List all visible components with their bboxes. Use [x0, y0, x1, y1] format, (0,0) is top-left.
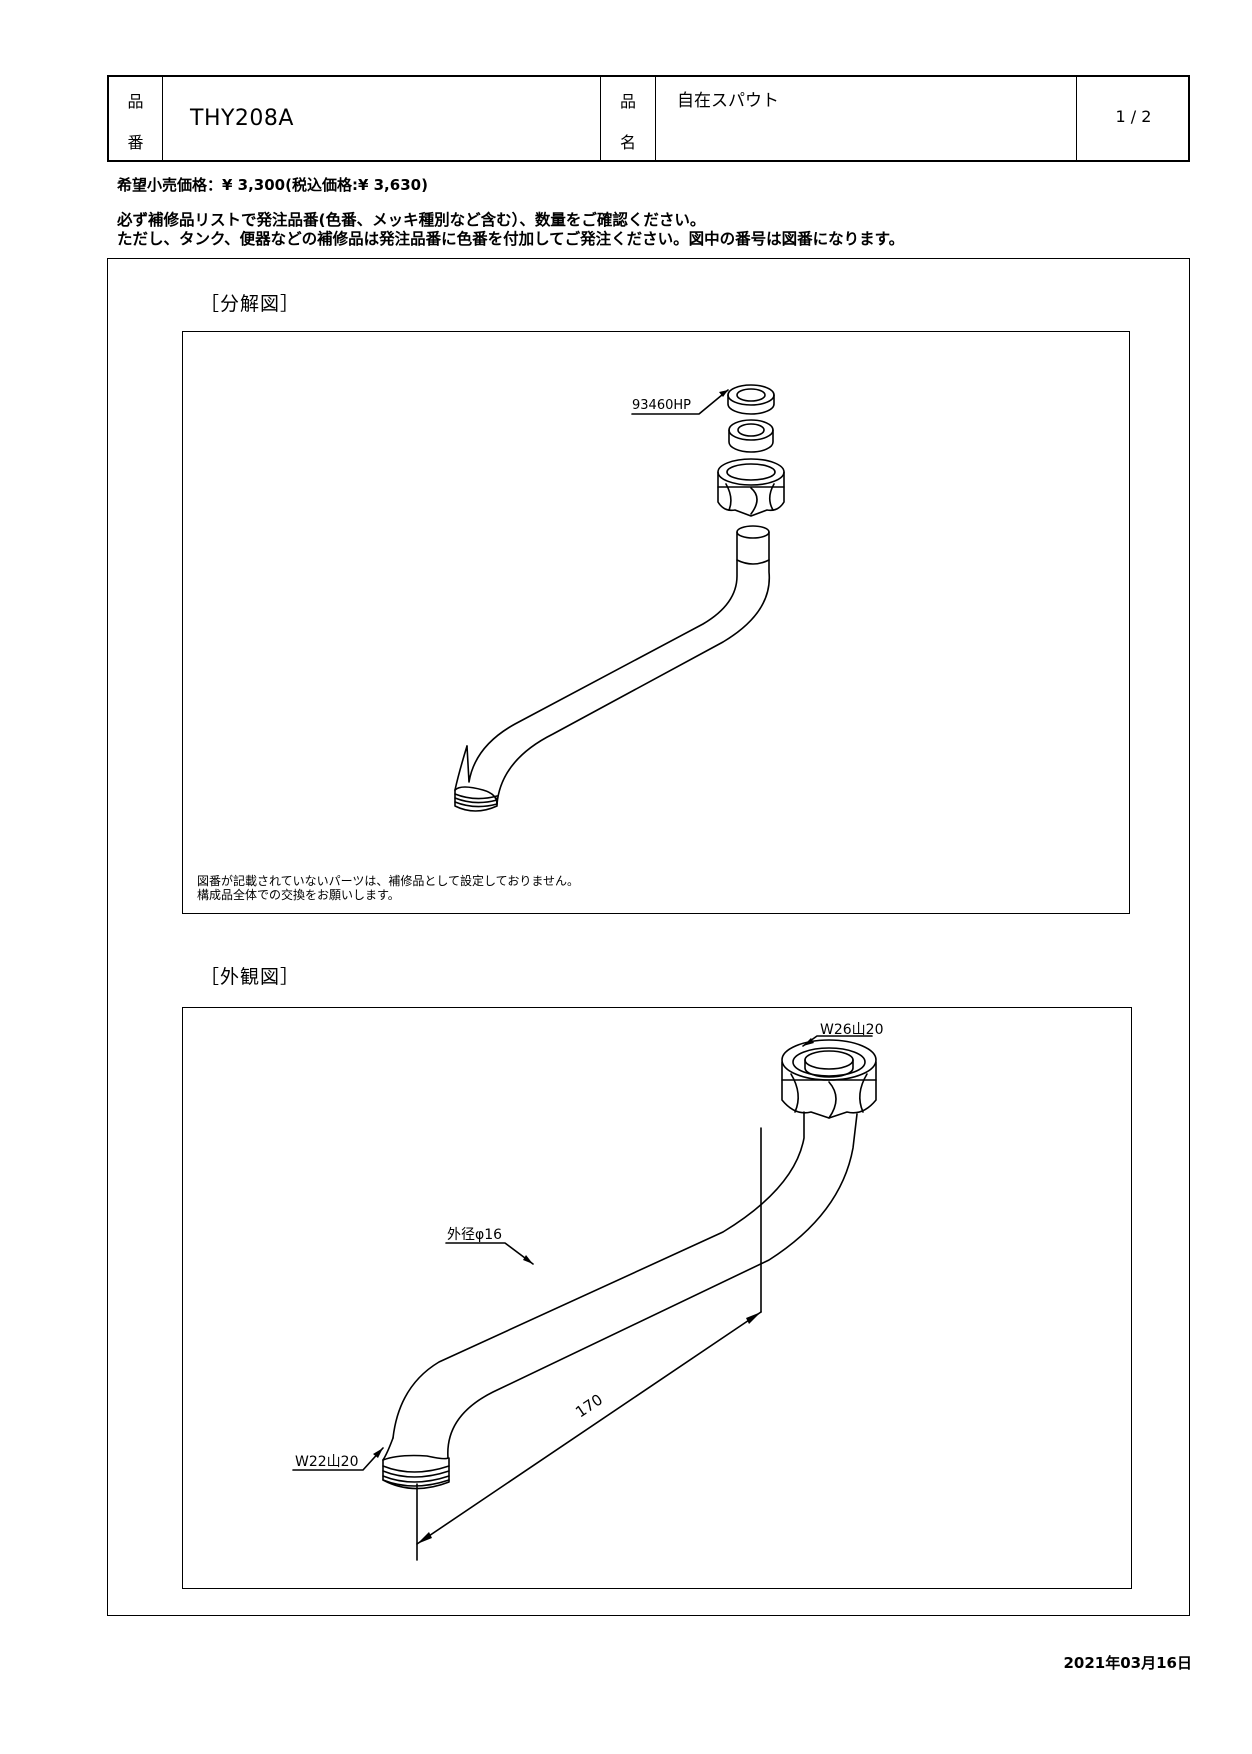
part-callout: 93460HP	[632, 398, 691, 413]
thread-top-label: W26山20	[820, 1022, 883, 1038]
part-number-cell: THY208A	[163, 77, 601, 160]
exploded-view-drawing: 93460HP	[454, 384, 785, 812]
part-name-cell: 自在スパウト	[656, 77, 1077, 160]
external-view-panel: W26山20 W22山20 外径φ16 170	[182, 1007, 1132, 1589]
external-view-title: ［外観図］	[200, 966, 301, 988]
issue-date: 2021年03月16日	[1063, 1654, 1193, 1672]
part-number: THY208A	[190, 106, 294, 131]
spout-pipe-icon	[382, 1111, 858, 1490]
price-line: 希望小売価格：¥ 3,300(税込価格:¥ 3,630)	[117, 176, 428, 194]
part-name: 自在スパウト	[677, 91, 779, 111]
title-block: 品 番 THY208A 品 名 自在スパウト 1 / 2	[107, 75, 1190, 162]
washer-icon	[728, 419, 774, 453]
part-name-label-cell: 品 名	[601, 77, 656, 160]
notice-line-1: 必ず補修品リストで発注品番(色番、メッキ種別など含む）、数量をご確認ください。	[117, 211, 706, 229]
drawing-frame: ［分解図］	[107, 258, 1190, 1616]
part-number-label-cell: 品 番	[109, 77, 163, 160]
page-cell: 1 / 2	[1077, 77, 1190, 160]
part-leader-line	[631, 389, 729, 415]
page-number: 1 / 2	[1115, 107, 1152, 126]
part-name-label-top: 品	[619, 92, 636, 111]
part-number-label-top: 品	[127, 92, 144, 111]
exploded-note-line-1: 図番が記載されていないパーツは、補修品として設定しておりません。	[197, 874, 579, 888]
spout-pipe-icon	[454, 525, 771, 812]
exploded-note-line-2: 構成品全体での交換をお願いします。	[197, 888, 400, 902]
exploded-view-title: ［分解図］	[200, 293, 301, 315]
cap-nut-icon	[717, 458, 785, 517]
top-cap-nut-icon	[781, 1039, 877, 1119]
o-ring-icon	[727, 384, 775, 415]
notice-line-2: ただし、タンク、便器などの補修品は発注品番に色番を付加してご発注ください。図中の…	[117, 230, 905, 248]
outer-diameter-label: 外径φ16	[447, 1227, 502, 1243]
external-view-drawing: W26山20 W22山20 外径φ16 170	[292, 1022, 883, 1561]
part-number-label-bottom: 番	[127, 133, 144, 152]
part-name-label-bottom: 名	[619, 133, 636, 152]
dimension-line	[416, 1311, 762, 1545]
length-dimension-label: 170	[572, 1390, 606, 1421]
outer-dia-leader	[445, 1242, 534, 1265]
thread-bottom-label: W22山20	[295, 1454, 358, 1470]
exploded-view-panel: 93460HP 図番が記載されていないパーツは、補修品として設定しておりません。…	[182, 331, 1130, 914]
